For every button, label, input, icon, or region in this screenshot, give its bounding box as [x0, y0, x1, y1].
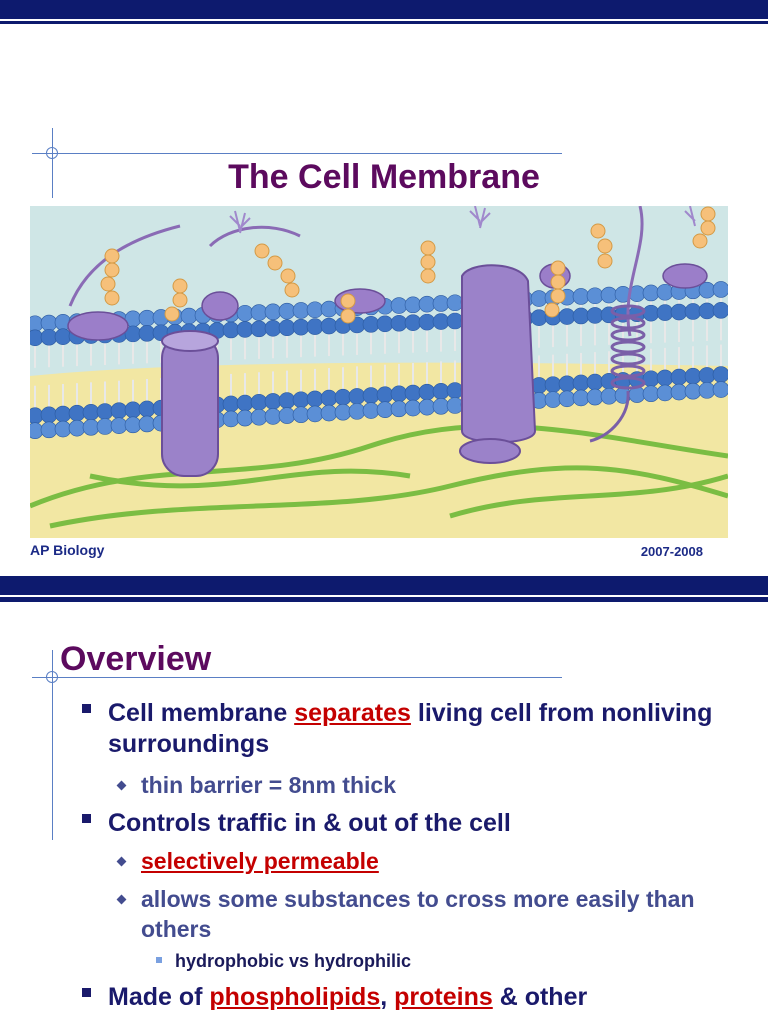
- square-bullet-icon: [82, 704, 91, 713]
- crosshair-circle-2: [46, 671, 58, 683]
- crosshair-horizontal-2: [32, 677, 562, 678]
- square-bullet-icon: [156, 957, 162, 963]
- slide-divider-bar: [0, 576, 768, 602]
- square-bullet-icon: [82, 988, 91, 997]
- diamond-bullet-icon: [116, 894, 127, 905]
- footer-year: 2007-2008: [640, 544, 703, 559]
- cell-membrane-illustration: [30, 206, 728, 538]
- overview-title: Overview: [60, 640, 212, 678]
- crosshair-vertical: [52, 128, 53, 198]
- square-bullet-icon: [82, 814, 91, 823]
- crosshair-circle: [46, 147, 58, 159]
- slide-title: The Cell Membrane: [228, 158, 540, 196]
- footer-course: AP Biology: [30, 542, 105, 558]
- diamond-bullet-icon: [116, 856, 127, 867]
- crosshair-vertical-2: [52, 650, 53, 840]
- crosshair-horizontal: [32, 153, 562, 154]
- diamond-bullet-icon: [116, 780, 127, 791]
- top-bar: [0, 0, 768, 24]
